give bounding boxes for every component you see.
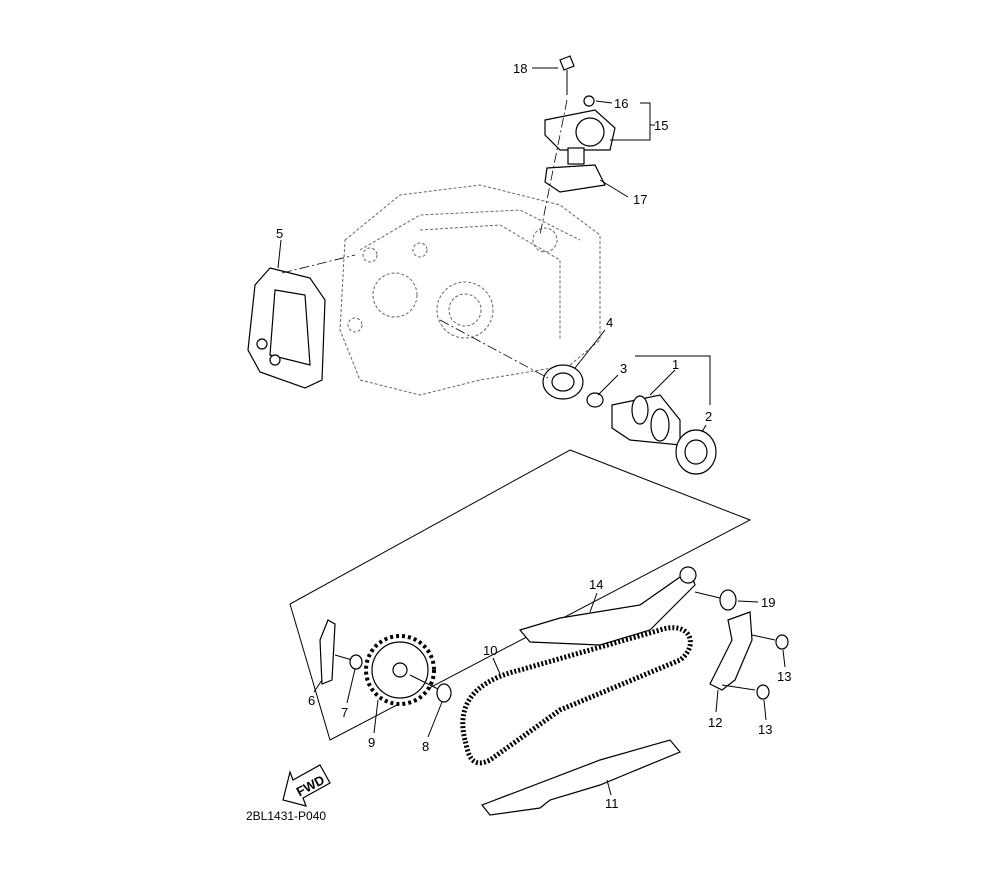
callout-18: 18 xyxy=(513,61,527,76)
callout-15: 15 xyxy=(654,118,668,133)
callout-8: 8 xyxy=(422,739,429,754)
camshaft-part-1 xyxy=(611,394,681,446)
callout-17: 17 xyxy=(633,192,647,207)
callout-7: 7 xyxy=(341,705,348,720)
callout-labels: 1 2 3 4 5 6 7 8 9 10 11 12 13 13 14 15 1… xyxy=(276,61,791,811)
leader-dash xyxy=(281,254,356,274)
chain-guide-part-11 xyxy=(481,739,681,816)
tensioner-part-15 xyxy=(539,55,616,236)
callout-1: 1 xyxy=(672,357,679,372)
callout-13: 13 xyxy=(758,722,772,737)
guide-part-12 xyxy=(709,611,753,691)
cylinder-head xyxy=(339,184,601,396)
callout-3: 3 xyxy=(620,361,627,376)
bearing-part-4 xyxy=(542,364,584,400)
plate-part-6 xyxy=(319,619,336,685)
callout-13: 13 xyxy=(777,669,791,684)
callout-14: 14 xyxy=(589,577,603,592)
callout-11: 11 xyxy=(605,796,619,811)
sprocket-part-9 xyxy=(364,634,436,706)
callout-9: 9 xyxy=(368,735,375,750)
callout-10: 10 xyxy=(483,643,497,658)
callout-12: 12 xyxy=(708,715,722,730)
chain-guide-part-14 xyxy=(518,566,697,646)
diagram-code: 2BL1431-P040 xyxy=(246,809,326,823)
callout-19: 19 xyxy=(761,595,775,610)
assembly-plane xyxy=(289,449,752,741)
callout-16: 16 xyxy=(614,96,628,111)
bolt-part-8 xyxy=(409,674,452,703)
callout-6: 6 xyxy=(308,693,315,708)
callout-2: 2 xyxy=(705,409,712,424)
callout-5: 5 xyxy=(276,226,283,241)
circlip-part-3 xyxy=(586,392,604,408)
gasket-part-5 xyxy=(247,267,326,389)
bolt-part-7 xyxy=(334,654,363,670)
bearing-part-2 xyxy=(675,429,717,475)
bolt-part-13 xyxy=(721,634,789,700)
callout-4: 4 xyxy=(606,315,613,330)
fwd-arrow-icon: FWD xyxy=(282,764,331,807)
bolt-part-19 xyxy=(694,589,737,611)
